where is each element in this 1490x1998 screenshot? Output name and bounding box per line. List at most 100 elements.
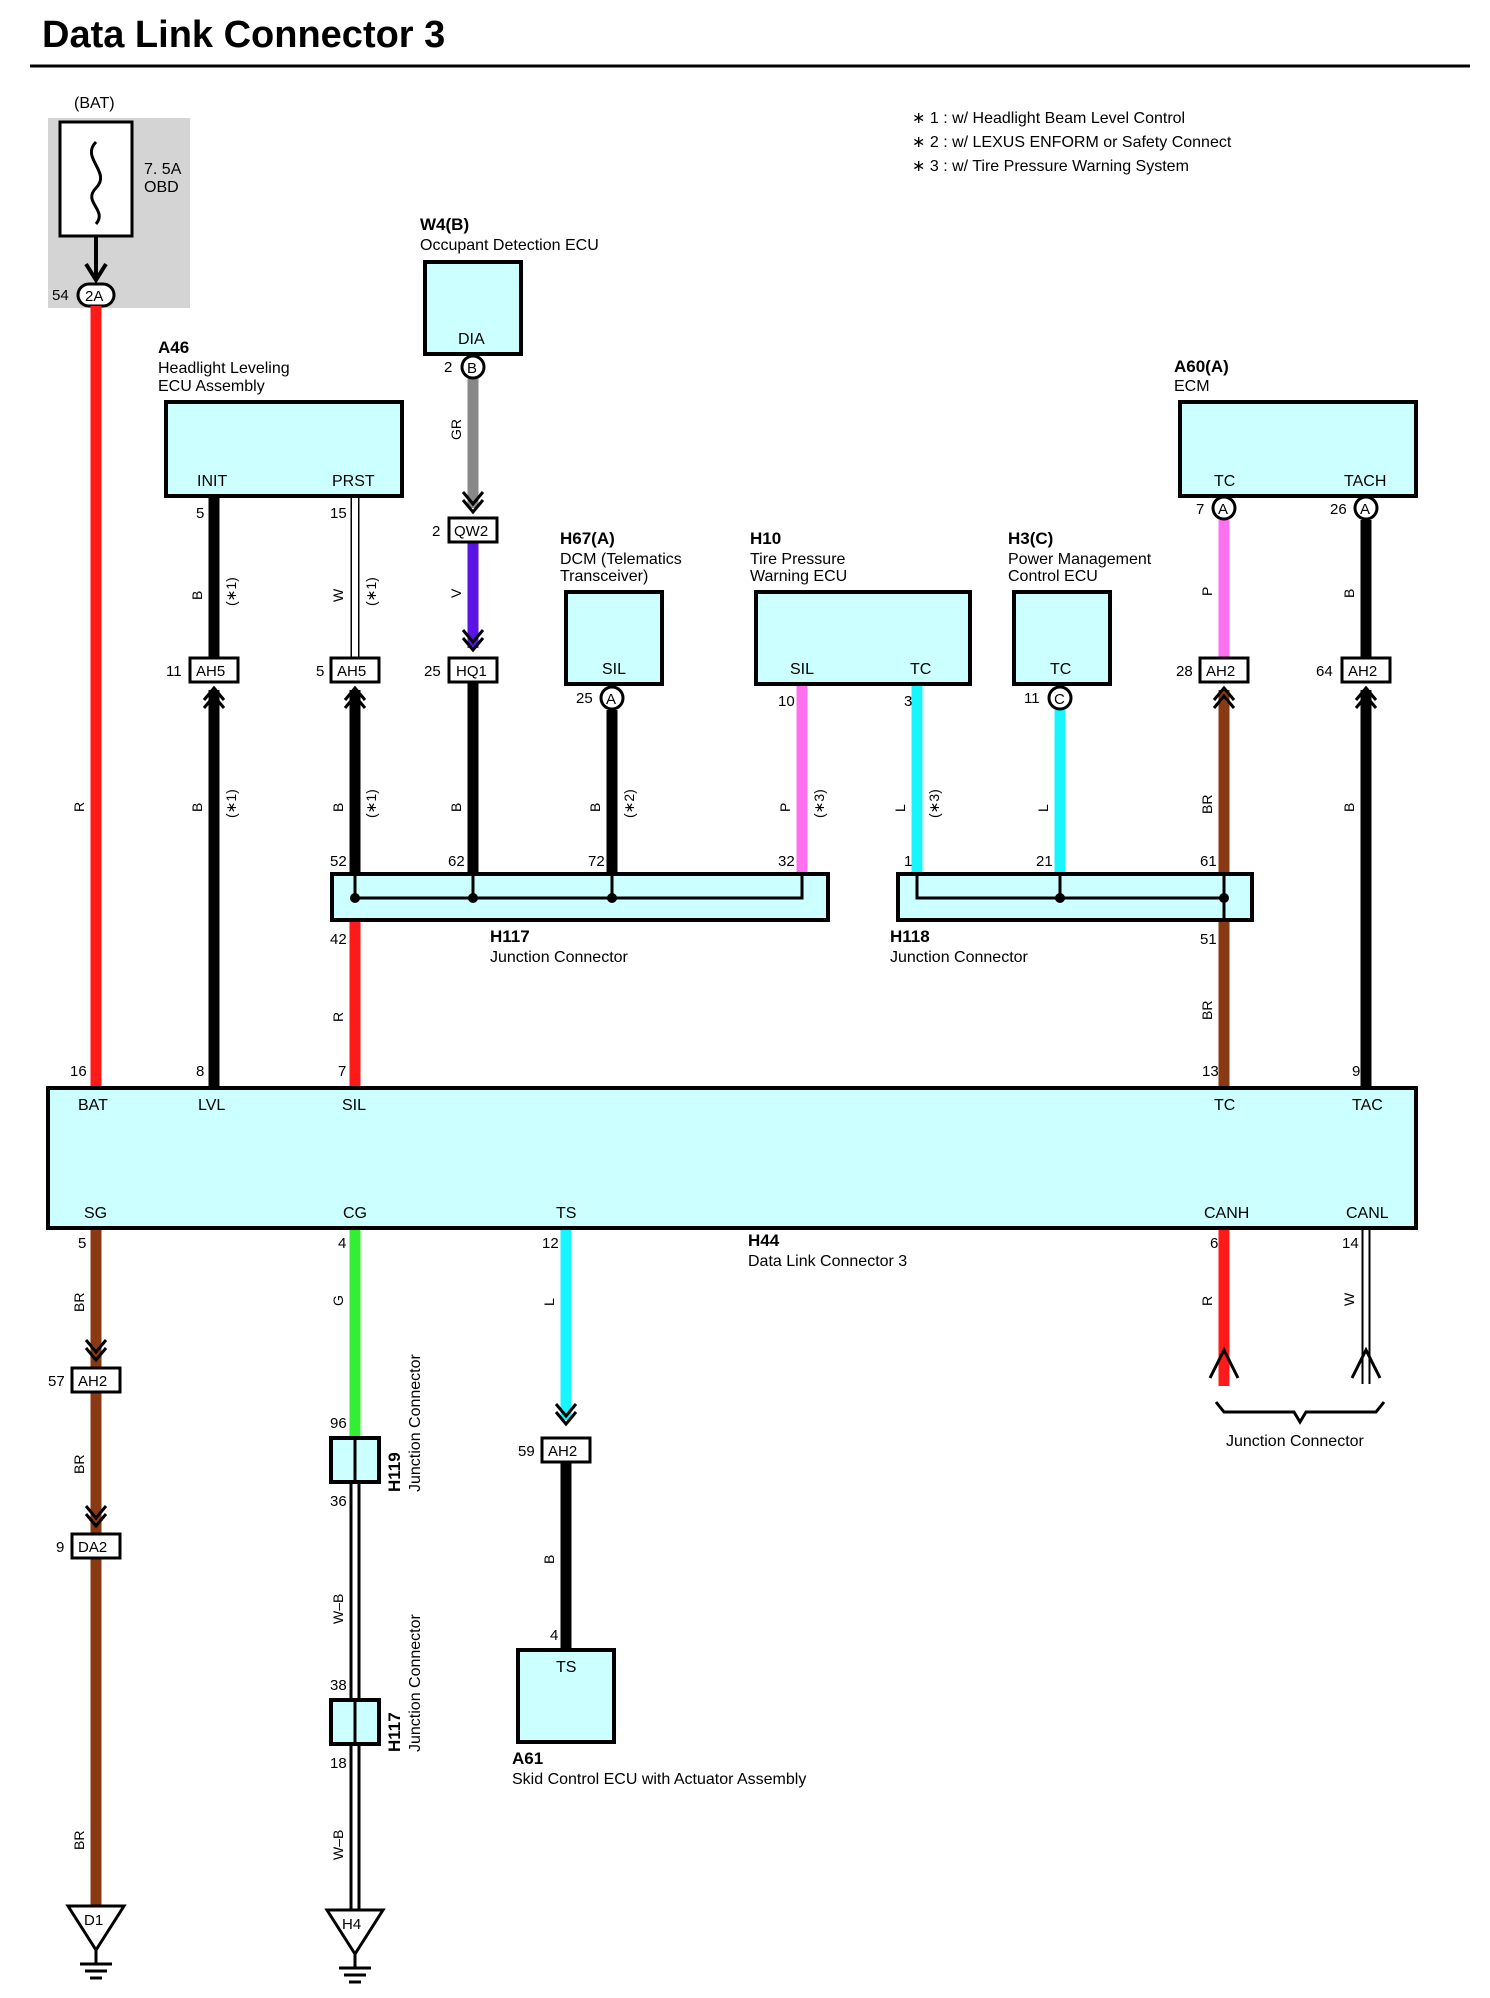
wl-a60-brown-upper: BR bbox=[1199, 795, 1215, 814]
h44-pin-canh: 6 bbox=[1210, 1235, 1218, 1252]
ah2c-box bbox=[70, 1366, 122, 1394]
h10-name2: Warning ECU bbox=[750, 568, 847, 585]
ah2a-box bbox=[1198, 656, 1250, 684]
a60-id: A60(A) bbox=[1174, 357, 1229, 376]
h10-pin-tc: 3 bbox=[904, 693, 912, 710]
connector-ah2-tach: AH2 64 bbox=[1316, 656, 1392, 709]
h117-pin-72: 72 bbox=[588, 853, 605, 870]
h44-pin-lvl: 8 bbox=[196, 1063, 204, 1080]
connector-ah5-prst: AH5 5 bbox=[316, 656, 381, 709]
ah5b-box bbox=[329, 656, 381, 684]
h67-box bbox=[564, 590, 664, 686]
fuse-box bbox=[58, 120, 134, 238]
note-1: ∗ 1 : w/ Headlight Beam Level Control bbox=[912, 110, 1185, 127]
qw2-box bbox=[447, 516, 499, 544]
h119-pin-out: 36 bbox=[330, 1493, 347, 1510]
h10-pin-sil: 10 bbox=[778, 693, 795, 710]
fuse-arrow-icon bbox=[84, 262, 108, 284]
h117-lower-junction-connector: 38 18 H117 Junction Connector bbox=[329, 1613, 424, 1772]
fuse-rating: 7. 5A bbox=[144, 161, 182, 178]
h44-pin-ts: 12 bbox=[542, 1235, 559, 1252]
ah2a-pin: 28 bbox=[1176, 663, 1193, 680]
h44-terminal-ts: TS bbox=[556, 1205, 576, 1222]
ah2c-label: AH2 bbox=[78, 1373, 107, 1390]
w4-terminal: DIA bbox=[458, 331, 485, 348]
h44-terminal-bat: BAT bbox=[78, 1097, 108, 1114]
h119-id: H119 bbox=[385, 1452, 404, 1492]
a60-connector-tc-label: A bbox=[1218, 501, 1228, 518]
h10-id: H10 bbox=[750, 529, 781, 548]
h117-id: H117 bbox=[490, 927, 530, 946]
qw2-label: QW2 bbox=[454, 523, 488, 540]
h118-junction-connector: 1 21 61 51 H118 Junction Connector bbox=[890, 853, 1254, 966]
h44-terminal-tac: TAC bbox=[1352, 1097, 1383, 1114]
wl-dia-black: B bbox=[448, 803, 464, 812]
a46-headlight-leveling-ecu: A46 Headlight Leveling ECU Assembly INIT… bbox=[158, 338, 404, 522]
a46-name1: Headlight Leveling bbox=[158, 360, 290, 377]
wl-h10-sil-note: (∗3) bbox=[811, 789, 827, 818]
h3-pin: 11 bbox=[1024, 690, 1040, 707]
h119-junction-connector: 96 36 H119 Junction Connector bbox=[329, 1353, 424, 1510]
connector-ah5-init: AH5 11 bbox=[166, 656, 240, 709]
ah2d-box bbox=[540, 1436, 592, 1464]
wl-h10-sil: P bbox=[777, 803, 793, 812]
wl-prst-upper-note: (∗1) bbox=[363, 577, 379, 606]
h44-pin-bat: 16 bbox=[70, 1063, 87, 1080]
h67-pin: 25 bbox=[576, 690, 593, 707]
w4-connector bbox=[460, 354, 486, 380]
wl-ts-cyan: L bbox=[541, 1298, 557, 1306]
a46-terminal-prst: PRST bbox=[332, 473, 375, 490]
h3-name2: Control ECU bbox=[1008, 568, 1098, 585]
wl-init-lower-note: (∗1) bbox=[223, 789, 239, 818]
ah2a-label: AH2 bbox=[1206, 663, 1235, 680]
a60-pin-tach: 26 bbox=[1330, 501, 1347, 518]
da2-box bbox=[70, 1532, 122, 1560]
connector-ah2-ts: AH2 59 bbox=[518, 1403, 592, 1464]
a61-pin: 4 bbox=[550, 1627, 558, 1644]
h117-junction-connector: 52 62 72 32 42 H117 Junction Connector bbox=[330, 853, 830, 966]
fuse-connector-label: 2A bbox=[85, 288, 103, 305]
wl-prst-lower: B bbox=[330, 803, 346, 812]
h44-pin-cg: 4 bbox=[338, 1235, 346, 1252]
h44-terminal-canh: CANH bbox=[1204, 1205, 1249, 1222]
h118-pin-1: 1 bbox=[904, 853, 912, 870]
h118-pin-21: 21 bbox=[1036, 853, 1053, 870]
h67-name2: Transceiver) bbox=[560, 568, 648, 585]
h117-pin-42: 42 bbox=[330, 931, 347, 948]
wl-h10-tc: L bbox=[892, 804, 908, 812]
h67-name1: DCM (Telematics bbox=[560, 551, 682, 568]
wl-ts-black: B bbox=[541, 1555, 557, 1564]
wl-canl: W bbox=[1341, 1292, 1357, 1306]
h67-id: H67(A) bbox=[560, 529, 615, 548]
wl-h3: L bbox=[1035, 804, 1051, 812]
a46-terminal-init: INIT bbox=[197, 473, 227, 490]
wl-cg-wb-1: W–B bbox=[330, 1594, 346, 1624]
h44-id: H44 bbox=[748, 1231, 780, 1250]
a46-box bbox=[164, 400, 404, 498]
h44-pin-sil: 7 bbox=[338, 1063, 346, 1080]
ground-d1-label: D1 bbox=[84, 1912, 103, 1929]
w4-pin: 2 bbox=[444, 359, 452, 376]
a60-connector-tach-label: A bbox=[1360, 501, 1370, 518]
a46-id: A46 bbox=[158, 338, 189, 357]
h10-box bbox=[754, 590, 972, 686]
wl-sg-1: BR bbox=[71, 1293, 87, 1312]
h10-name1: Tire Pressure bbox=[750, 551, 846, 568]
wl-dia-gray: GR bbox=[448, 419, 464, 440]
da2-pin: 9 bbox=[56, 1539, 64, 1556]
a60-terminal-tc: TC bbox=[1214, 473, 1235, 490]
wl-a60-pink: P bbox=[1199, 587, 1215, 596]
wl-h67-note: (∗2) bbox=[621, 789, 637, 818]
h44-pin-tc: 13 bbox=[1202, 1063, 1219, 1080]
wire-labels: R B (∗1) W (∗1) B (∗1) B (∗1) GR V B B (… bbox=[71, 419, 1357, 1860]
w4-box bbox=[423, 260, 523, 356]
h44-data-link-connector: BAT LVL SIL TC TAC 16 8 7 13 9 SG CG TS … bbox=[46, 1063, 1418, 1270]
wl-h67: B bbox=[587, 803, 603, 812]
fuse-icon bbox=[89, 140, 103, 225]
h118-id: H118 bbox=[890, 927, 930, 946]
hq1-box bbox=[447, 656, 499, 684]
wl-init-lower: B bbox=[189, 803, 205, 812]
h3-connector bbox=[1047, 685, 1073, 711]
a61-skid-control-ecu: 4 TS A61 Skid Control ECU with Actuator … bbox=[512, 1627, 806, 1788]
wl-h10-tc-note: (∗3) bbox=[926, 789, 942, 818]
